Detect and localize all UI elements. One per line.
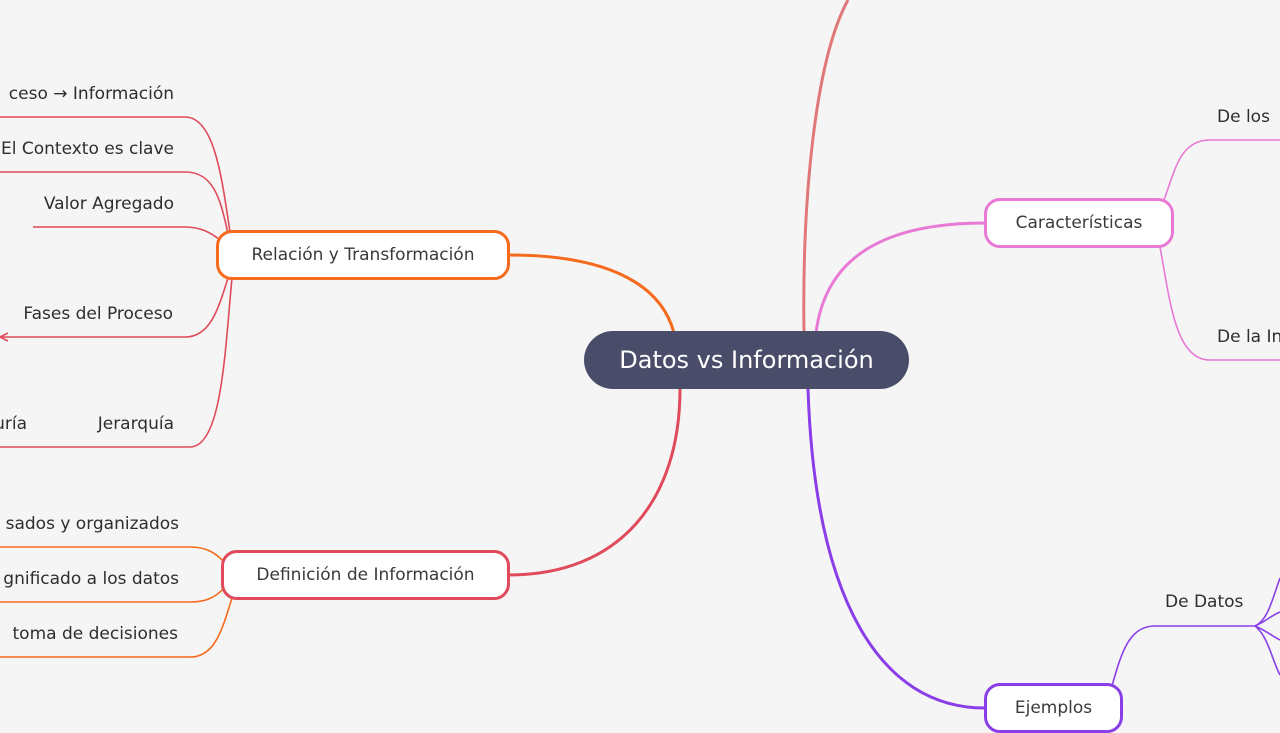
edge-root-definicion bbox=[508, 388, 682, 577]
leaf-de-la-informacion[interactable]: De la In bbox=[1217, 327, 1280, 347]
leaf-fases-proceso[interactable]: Fases del Proceso bbox=[23, 304, 173, 324]
root-node[interactable]: Datos vs Información bbox=[584, 331, 909, 389]
root-label: Datos vs Información bbox=[619, 346, 874, 374]
leaf-de-datos[interactable]: De Datos bbox=[1165, 592, 1244, 612]
node-label: Ejemplos bbox=[1014, 698, 1093, 718]
edge-root-caracteristicas bbox=[814, 221, 986, 334]
leaf-partial-uria[interactable]: uría bbox=[0, 414, 27, 434]
node-label: Definición de Información bbox=[256, 565, 475, 585]
leaf-jerarquia[interactable]: Jerarquía bbox=[97, 414, 174, 434]
node-label: Relación y Transformación bbox=[251, 245, 475, 265]
edge-root-top bbox=[802, 0, 850, 334]
node-caracteristicas[interactable]: Características bbox=[984, 198, 1174, 248]
node-relacion-transformacion[interactable]: Relación y Transformación bbox=[216, 230, 510, 280]
leaf-procesados-organizados[interactable]: sados y organizados bbox=[5, 514, 179, 534]
leaf-significado-datos[interactable]: gnificado a los datos bbox=[3, 569, 179, 589]
node-label: Características bbox=[1015, 213, 1143, 233]
edge-root-relacion bbox=[508, 253, 676, 334]
leaf-contexto-clave[interactable]: El Contexto es clave bbox=[1, 139, 174, 159]
leaf-toma-decisiones[interactable]: toma de decisiones bbox=[12, 624, 179, 644]
node-definicion-informacion[interactable]: Definición de Información bbox=[221, 550, 510, 600]
leaf-valor-agregado[interactable]: Valor Agregado bbox=[43, 194, 174, 214]
leaf-de-los[interactable]: De los bbox=[1217, 107, 1270, 127]
node-ejemplos[interactable]: Ejemplos bbox=[984, 683, 1123, 733]
leaf-proceso-informacion[interactable]: ceso → Información bbox=[8, 84, 174, 104]
edge-root-ejemplos bbox=[806, 388, 986, 710]
